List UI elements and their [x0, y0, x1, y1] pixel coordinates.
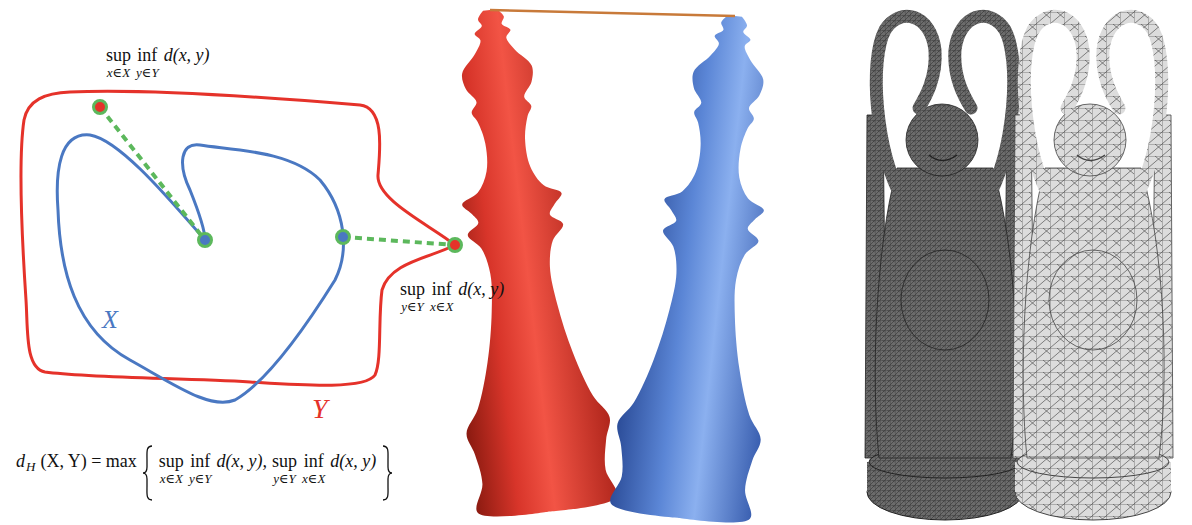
subscript-label: y∈Y: [273, 472, 296, 486]
formula-term: d(x, y),: [217, 452, 267, 472]
math-label: inf: [137, 46, 157, 66]
formula-term: infx∈X: [302, 452, 325, 486]
formula-term: supy∈Y: [400, 280, 425, 314]
mesh-arm: [876, 16, 935, 200]
mesh-model: [865, 16, 1025, 520]
mesh-model: [1013, 16, 1173, 520]
subscript-label: H: [26, 460, 35, 474]
mesh-part: [1054, 104, 1126, 176]
subscript-label: x∈X: [302, 472, 325, 486]
brace-symbol: [381, 444, 393, 502]
formula-group: supy∈Yinfx∈Xd(x, y): [400, 280, 509, 314]
math-label: (X, Y) = max: [40, 452, 136, 472]
subscript-label: y∈Y: [401, 300, 424, 314]
formula-group: dH(X, Y) = maxsupx∈Xinfy∈Yd(x, y),supy∈Y…: [16, 452, 398, 502]
mesh-arm: [955, 16, 1014, 200]
subscript-label: x∈X: [160, 472, 183, 486]
math-label: d: [16, 452, 25, 472]
point-marker: [94, 101, 107, 114]
formula-term: [142, 444, 154, 502]
chess-king-red: [418, 2, 619, 521]
mesh-part: [906, 104, 978, 176]
mesh-detail: [1077, 155, 1105, 161]
math-label: inf: [432, 280, 452, 300]
mesh-detail: [929, 155, 957, 161]
math-label: sup: [272, 452, 297, 472]
mesh-part: [1023, 168, 1164, 458]
math-label: inf: [304, 452, 324, 472]
math-label: d(x, y): [164, 46, 210, 66]
formula-term: supx∈X: [159, 452, 184, 486]
chess-king-blue: [608, 8, 807, 525]
curve-x: [57, 135, 343, 402]
formula-term: supy∈Y: [272, 452, 297, 486]
math-label: d(x, y),: [217, 452, 267, 472]
formula-term: d(x, y): [330, 452, 376, 472]
subscript-label: y∈Y: [136, 66, 159, 80]
point-marker: [337, 231, 350, 244]
formula-term: supx∈X: [106, 46, 131, 80]
mesh-part: [875, 168, 1016, 458]
mesh-arm: [1103, 16, 1162, 200]
formula-term: d(x, y): [458, 280, 504, 300]
formula-term: [381, 444, 393, 502]
math-label: d(x, y): [330, 452, 376, 472]
brace-symbol: [142, 444, 154, 502]
formula-term: dH: [16, 452, 35, 472]
distance-line: [100, 107, 205, 240]
distance-line: [490, 10, 735, 16]
formula-term: d(x, y): [164, 46, 210, 66]
point-marker: [449, 239, 462, 252]
formula-term: infx∈X: [430, 280, 453, 314]
math-label: sup: [400, 280, 425, 300]
mesh-part: [1049, 250, 1137, 350]
point-marker: [199, 234, 212, 247]
math-label: sup: [106, 46, 131, 66]
distance-line: [343, 237, 455, 245]
set-label: X: [102, 306, 118, 335]
math-label: inf: [190, 452, 210, 472]
math-label: sup: [159, 452, 184, 472]
formula-term: (X, Y) = max: [40, 452, 136, 472]
formula-group: supx∈Xinfy∈Yd(x, y): [106, 46, 215, 80]
subscript-label: y∈Y: [189, 472, 212, 486]
formula-term: infy∈Y: [136, 46, 159, 80]
math-label: d(x, y): [458, 280, 504, 300]
subscript-label: x∈X: [107, 66, 130, 80]
formula-term: infy∈Y: [189, 452, 212, 486]
mesh-part: [901, 250, 989, 350]
mesh-arm: [1024, 16, 1083, 200]
set-label: Y: [312, 394, 328, 425]
subscript-label: x∈X: [430, 300, 453, 314]
